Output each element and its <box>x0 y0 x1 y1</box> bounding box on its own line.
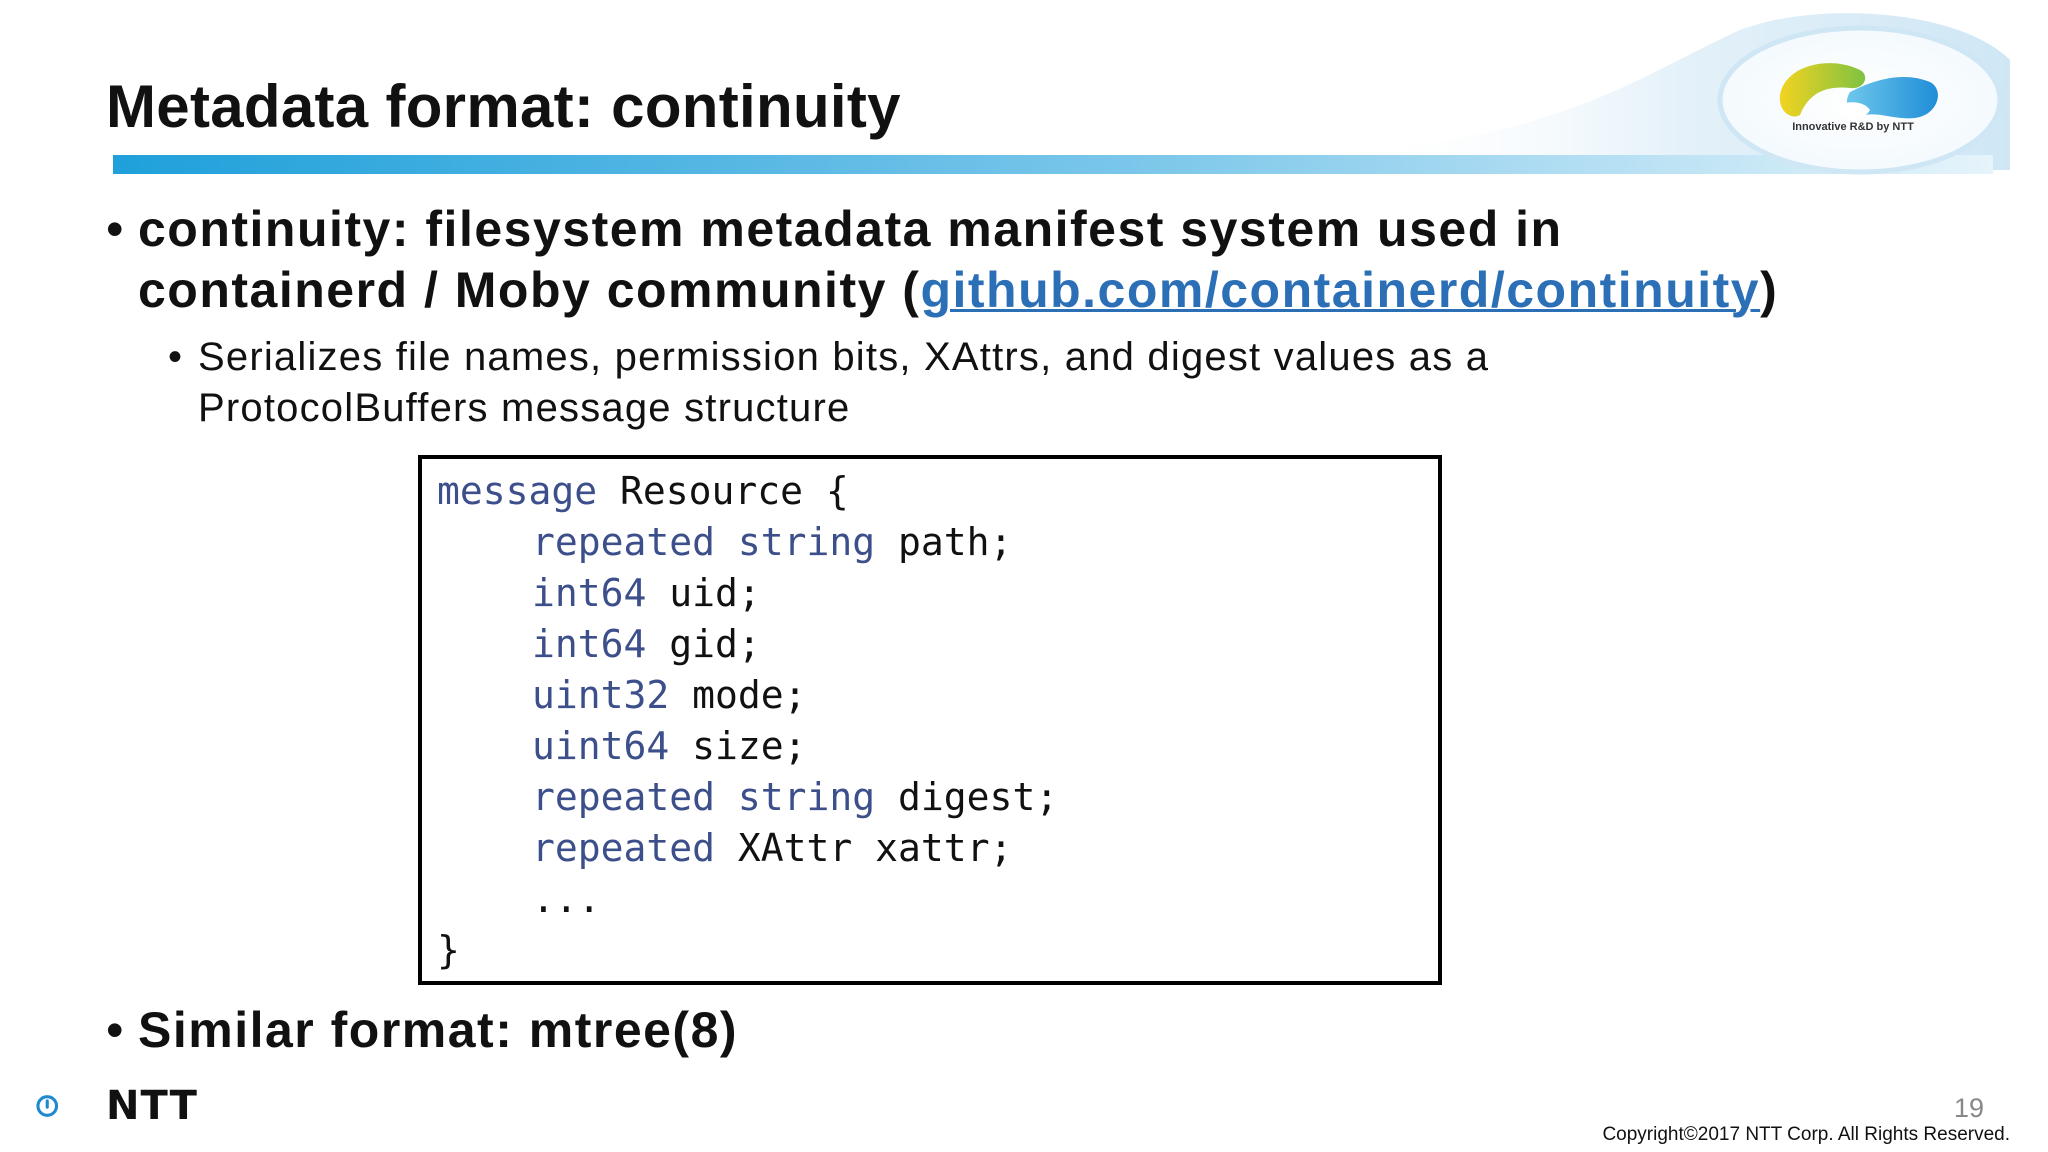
code-line: int64 uid; <box>532 568 761 619</box>
code-line: message Resource { <box>437 466 849 517</box>
code-keyword: repeated string <box>532 775 876 819</box>
bullet-dot: • <box>106 1002 126 1058</box>
code-keyword: int64 <box>532 571 647 615</box>
code-line: uint64 size; <box>532 721 807 772</box>
bullet-3-text: Similar format: mtree(8) <box>138 1002 739 1058</box>
code-keyword: message <box>437 469 598 513</box>
continuity-github-link[interactable]: github.com/containerd/continuity <box>920 262 1761 318</box>
code-text: uid; <box>646 571 761 615</box>
code-line: ... <box>532 877 601 921</box>
copyright-notice: Copyright©2017 NTT Corp. All Rights Rese… <box>1602 1124 2010 1145</box>
code-keyword: uint64 <box>532 724 670 768</box>
code-keyword: uint32 <box>532 673 670 717</box>
ntt-wordmark: NTT <box>106 1083 198 1129</box>
code-line: repeated string digest; <box>532 772 1058 823</box>
code-text: mode; <box>669 673 807 717</box>
code-text: Resource { <box>597 469 849 513</box>
code-line: repeated string path; <box>532 517 1012 568</box>
bullet-1-line-1: continuity: filesystem metadata manifest… <box>138 201 1563 257</box>
slide-title: Metadata format: continuity <box>106 73 901 140</box>
code-keyword: repeated <box>532 826 716 870</box>
sub-bullet-dot: • <box>168 335 184 379</box>
code-text: digest; <box>875 775 1059 819</box>
code-line: int64 gid; <box>532 619 761 670</box>
code-line: } <box>437 928 460 972</box>
bullet-1-line-2-prefix: containerd / Moby community ( <box>138 262 921 318</box>
page-number: 19 <box>1953 1093 1984 1123</box>
logo-caption: Innovative R&D by NTT <box>1792 121 1914 133</box>
code-block: message Resource { repeated string path;… <box>418 455 1442 985</box>
code-keyword: int64 <box>532 622 647 666</box>
code-keyword: repeated string <box>532 520 876 564</box>
code-text: gid; <box>646 622 761 666</box>
sub-bullet-line-2: ProtocolBuffers message structure <box>198 386 851 430</box>
bullet-dot: • <box>106 201 126 257</box>
ntt-rd-logo <box>1717 25 2003 175</box>
code-text: XAttr xattr; <box>715 826 1013 870</box>
code-text: path; <box>875 520 1013 564</box>
sub-bullet-line-1: Serializes file names, permission bits, … <box>198 335 1490 379</box>
code-line: uint32 mode; <box>532 670 807 721</box>
ntt-logo-icon <box>36 1095 59 1117</box>
bullet-1-line-2-suffix: ) <box>1760 262 1779 318</box>
code-text: size; <box>669 724 807 768</box>
code-line: repeated XAttr xattr; <box>532 823 1012 874</box>
bullet-1-line-2: containerd / Moby community (github.com/… <box>138 259 1778 321</box>
